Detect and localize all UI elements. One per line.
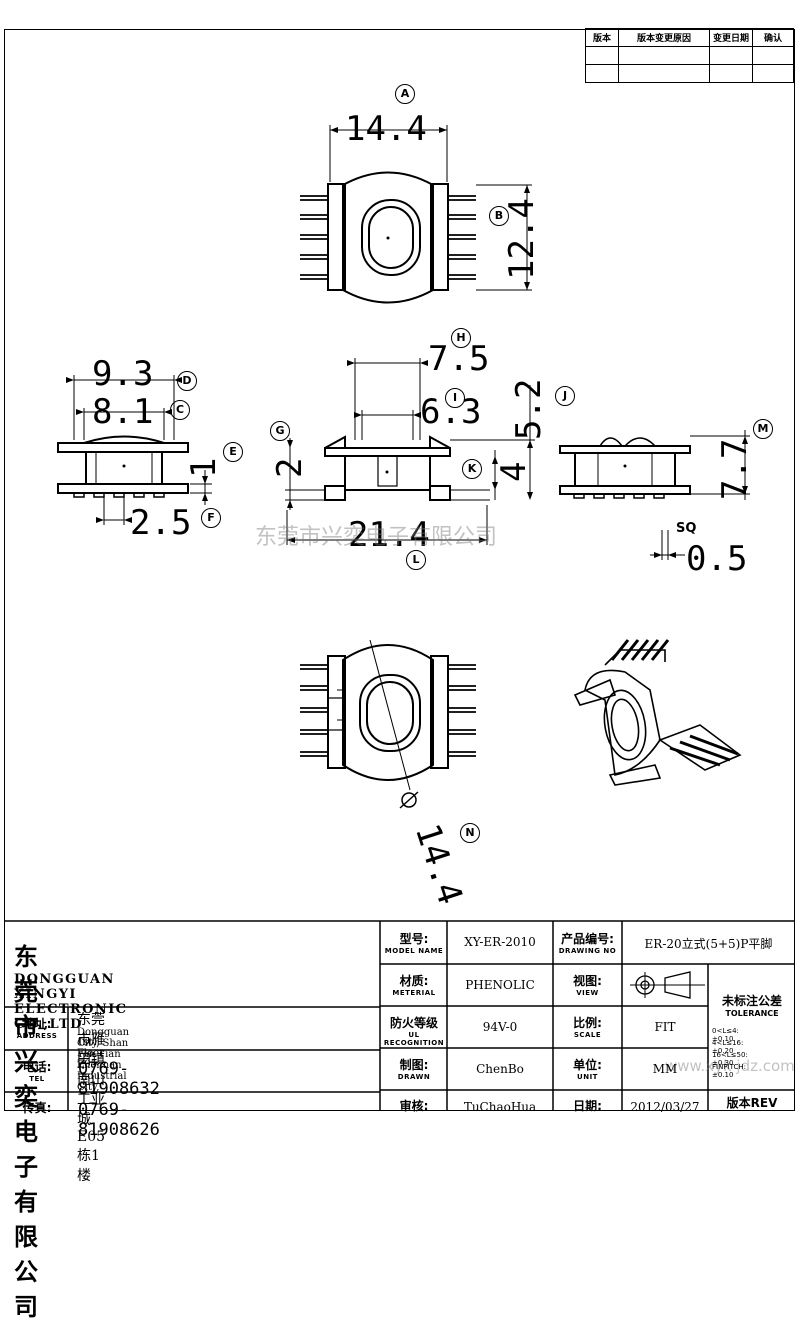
unit-label-cn: 单位:	[573, 1058, 602, 1072]
dim-c-value: 8.1	[92, 392, 154, 432]
marker-n: N	[460, 823, 480, 843]
view-label-en: VIEW	[576, 989, 599, 997]
material-label-en: METERIAL	[392, 989, 436, 997]
drawn-label-en: DRAWN	[397, 1073, 431, 1081]
marker-c: C	[170, 400, 190, 420]
tolerance-row-2: 4<L≤16:±0.20	[712, 1039, 744, 1055]
marker-d: D	[177, 371, 197, 391]
marker-e: E	[223, 442, 243, 462]
marker-k: K	[462, 459, 482, 479]
recog-label-cn: 防火等级	[389, 1016, 438, 1030]
marker-a: A	[395, 84, 415, 104]
title-block-grid	[4, 920, 795, 1111]
date-value: 2012/03/27	[630, 1100, 700, 1114]
dim-g-value: 2	[270, 457, 310, 478]
tolerance-row-1: 0<L≤4:±0.10	[712, 1027, 739, 1043]
dim-f-value: 2.5	[130, 503, 192, 543]
recog-value: 94V-0	[482, 1020, 518, 1034]
drawing-lines	[4, 125, 795, 1111]
dim-j-value: 5.2	[509, 378, 549, 440]
marker-m: M	[753, 419, 773, 439]
material-label-cn: 材质:	[399, 974, 429, 988]
view-label-cn: 视图:	[573, 974, 602, 988]
drawing-frame	[4, 29, 795, 1111]
drawing-no-value: ER-20立式(5+5)P平脚	[644, 937, 773, 951]
dim-a-value: 14.4	[345, 109, 427, 149]
tolerance-row-3: 16<L≤50:±0.30	[712, 1051, 748, 1067]
dim-d-value: 9.3	[92, 354, 154, 394]
tolerance-row-4: FINPITCH:±0.10	[712, 1063, 746, 1079]
front-view	[285, 358, 535, 545]
date-label-cn: 日期:	[573, 1099, 602, 1113]
address-label-en: ADDRESS	[16, 1032, 58, 1040]
dim-k-value: 4	[494, 461, 534, 482]
drawn-value: ChenBo	[476, 1062, 524, 1076]
drawing-no-label-en: DRAWING NO	[558, 947, 617, 955]
check-label-cn: 审核:	[399, 1099, 429, 1113]
dim-sq-label: SQ	[676, 521, 697, 536]
company-name-en: DONGGUAN XINGYI ELECTRONIC CO.,LTD	[14, 972, 128, 1032]
tolerance-title-cn: 未标注公差	[721, 994, 782, 1008]
watermark-corner: www.xyk jdz.com	[665, 1057, 795, 1075]
address-label-cn: 地址:	[22, 1017, 52, 1031]
marker-j: J	[555, 386, 575, 406]
address-en-1: Dongguan City, Shan Yan Tian Zhennan Ind…	[77, 1027, 130, 1093]
marker-i: I	[445, 388, 465, 408]
marker-l: L	[406, 550, 426, 570]
tolerance-title-en: TOLERANCE	[725, 1009, 779, 1018]
projection-symbol	[630, 971, 705, 999]
marker-f: F	[201, 508, 221, 528]
scale-label-cn: 比例:	[573, 1016, 602, 1030]
check-value: TuChaoHua	[463, 1100, 537, 1114]
model-label-en: MODEL NAME	[384, 947, 444, 955]
marker-h: H	[451, 328, 471, 348]
recog-label-en: UL RECOGNITION	[383, 1031, 445, 1047]
tel-value: 0769-81908632	[78, 1059, 160, 1099]
marker-g: G	[270, 421, 290, 441]
drawn-label-cn: 制图:	[399, 1058, 429, 1072]
material-value: PHENOLIC	[465, 978, 535, 992]
dim-b-value: 12.4	[502, 198, 542, 280]
fax-label-cn: 传真:	[22, 1101, 52, 1115]
dim-sq-value: 0.5	[686, 539, 748, 579]
unit-value: MM	[652, 1062, 678, 1076]
dim-m-value: 7.7	[715, 438, 755, 500]
drawing-no-label-cn: 产品编号:	[561, 932, 614, 946]
model-value: XY-ER-2010	[464, 935, 536, 949]
address-en-2: 1st Floor E05	[77, 1037, 104, 1070]
dimension-arrows	[66, 127, 748, 558]
isometric-view	[573, 639, 742, 786]
model-label-cn: 型号:	[399, 932, 429, 946]
tel-label-en: TEL	[29, 1075, 45, 1083]
top-view	[300, 125, 532, 304]
tel-label-cn: 电话:	[22, 1060, 52, 1074]
scale-value: FIT	[654, 1020, 676, 1034]
scale-label-en: SCALE	[573, 1031, 602, 1039]
bottom-view	[300, 639, 476, 809]
fax-value: 0769-81908626	[78, 1100, 160, 1140]
watermark-center: 东莞市兴奕电子有限公司	[255, 525, 498, 550]
marker-b: B	[489, 206, 509, 226]
dim-e-value: 1	[184, 457, 224, 478]
unit-label-en: UNIT	[577, 1073, 598, 1081]
revision-table: 版本 版本变更原因 变更日期 确认	[585, 28, 794, 83]
dim-l-value: 21.4	[348, 515, 430, 555]
rev-label: 版本REV	[726, 1096, 778, 1110]
